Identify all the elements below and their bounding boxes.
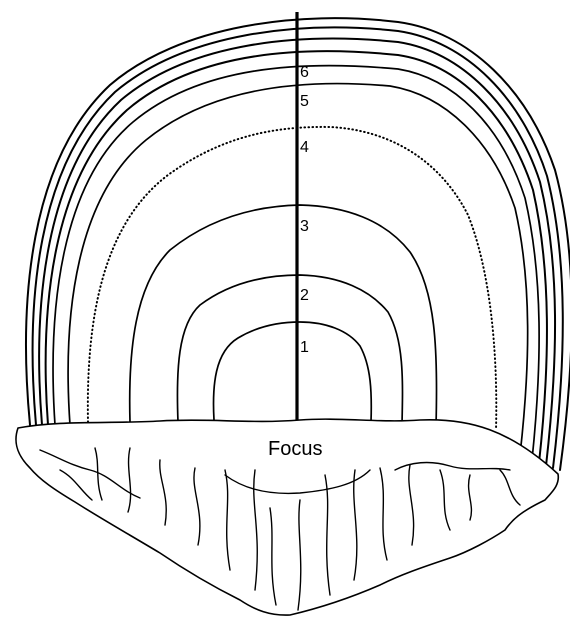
annulus-label-5: 5 <box>300 93 309 110</box>
annulus-label-1: 1 <box>300 339 309 356</box>
annulus-label-2: 2 <box>300 287 309 304</box>
annulus-label-3: 3 <box>300 218 309 235</box>
annulus-ring-2 <box>177 275 402 424</box>
annulus-ring-1 <box>213 322 371 422</box>
annulus-label-6: 6 <box>300 64 309 81</box>
focus-label: Focus <box>268 438 322 460</box>
annulus-ring-4 <box>88 127 496 430</box>
annulus-label-4: 4 <box>300 139 309 156</box>
